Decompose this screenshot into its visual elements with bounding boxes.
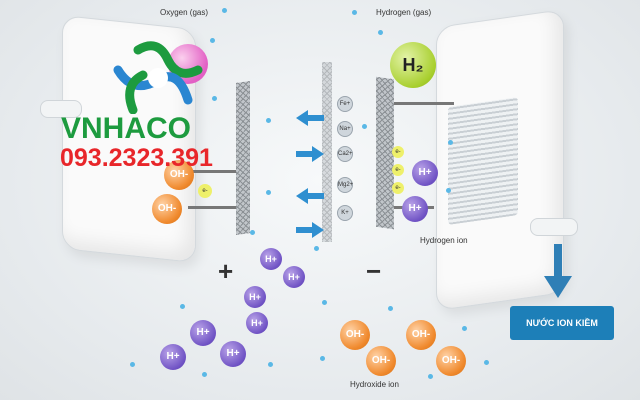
oh-ion-1: OH- bbox=[340, 320, 370, 350]
electron-anode: e- bbox=[198, 184, 212, 198]
oh-ion-4: OH- bbox=[436, 346, 466, 376]
water-dot bbox=[250, 230, 255, 235]
water-dot bbox=[266, 118, 271, 123]
water-dot bbox=[212, 96, 217, 101]
oh-ion-3: OH- bbox=[366, 346, 396, 376]
water-dot bbox=[314, 246, 319, 251]
water-dot bbox=[202, 372, 207, 377]
oxygen-gas-label: Oxygen (gas) bbox=[160, 8, 209, 17]
h-ion-5: H+ bbox=[190, 320, 216, 346]
h-ion-3: H+ bbox=[244, 286, 266, 308]
hydroxide-ion-label: Hydroxide ion bbox=[350, 380, 399, 389]
h-ion-cathode-2: H+ bbox=[402, 196, 428, 222]
membrane bbox=[322, 62, 332, 242]
water-dot bbox=[362, 124, 367, 129]
water-dot bbox=[448, 140, 453, 145]
h-ion-1: H+ bbox=[260, 248, 282, 270]
water-dot bbox=[210, 38, 215, 43]
water-dot bbox=[484, 360, 489, 365]
water-dot bbox=[266, 190, 271, 195]
cathode-rod-1 bbox=[394, 102, 454, 105]
water-dot bbox=[352, 10, 357, 15]
water-dot bbox=[446, 188, 451, 193]
water-dot bbox=[320, 356, 325, 361]
hydrogen-gas-label: Hydrogen (gas) bbox=[376, 8, 432, 17]
oh-ion-anode-2: OH- bbox=[152, 194, 182, 224]
cathode-plate bbox=[448, 97, 518, 225]
water-dot bbox=[428, 374, 433, 379]
arrow-right-2 bbox=[296, 222, 324, 238]
output-arrow-icon bbox=[544, 244, 572, 298]
h-ion-2: H+ bbox=[283, 266, 305, 288]
brand-name: VNHACO bbox=[61, 112, 192, 145]
water-dot bbox=[378, 30, 383, 35]
h-ion-6: H+ bbox=[160, 344, 186, 370]
brand-phone: 093.2323.391 bbox=[60, 144, 213, 172]
water-dot bbox=[130, 362, 135, 367]
ion-mg: Mg2+ bbox=[337, 177, 353, 193]
oh-ion-2: OH- bbox=[406, 320, 436, 350]
electron-cathode-3: e- bbox=[392, 182, 404, 194]
h-ion-cathode-1: H+ bbox=[412, 160, 438, 186]
ion-fe: Fe+ bbox=[337, 96, 353, 112]
anode-mesh bbox=[236, 81, 250, 235]
anode-rod-1 bbox=[188, 170, 236, 173]
ion-ca: Ca2+ bbox=[337, 146, 353, 162]
anode-pipe bbox=[40, 100, 82, 118]
h2-bubble: H₂ bbox=[390, 42, 436, 88]
water-dot bbox=[322, 300, 327, 305]
h-ion-4: H+ bbox=[246, 312, 268, 334]
vnhaco-logo-icon bbox=[113, 41, 203, 114]
electron-cathode-1: e- bbox=[392, 146, 404, 158]
water-dot bbox=[180, 304, 185, 309]
ion-na: Na+ bbox=[337, 121, 353, 137]
water-dot bbox=[268, 362, 273, 367]
electron-cathode-2: e- bbox=[392, 164, 404, 176]
cathode-pipe bbox=[530, 218, 578, 236]
alkaline-water-badge: NƯỚC ION KIỀM bbox=[510, 306, 614, 340]
oh-ion-anode-1: OH- bbox=[164, 160, 194, 190]
water-dot bbox=[222, 8, 227, 13]
arrow-left-2 bbox=[296, 188, 324, 204]
h-ion-7: H+ bbox=[220, 341, 246, 367]
water-dot bbox=[388, 306, 393, 311]
minus-sign: − bbox=[366, 256, 382, 286]
hydrogen-ion-label: Hydrogen ion bbox=[420, 236, 468, 245]
water-dot bbox=[462, 326, 467, 331]
plus-sign: + bbox=[218, 256, 234, 286]
anode-rod-2 bbox=[188, 206, 236, 209]
arrow-left-1 bbox=[296, 110, 324, 126]
arrow-right-1 bbox=[296, 146, 324, 162]
ion-k: K+ bbox=[337, 205, 353, 221]
ion-flow-arrows bbox=[296, 110, 324, 238]
